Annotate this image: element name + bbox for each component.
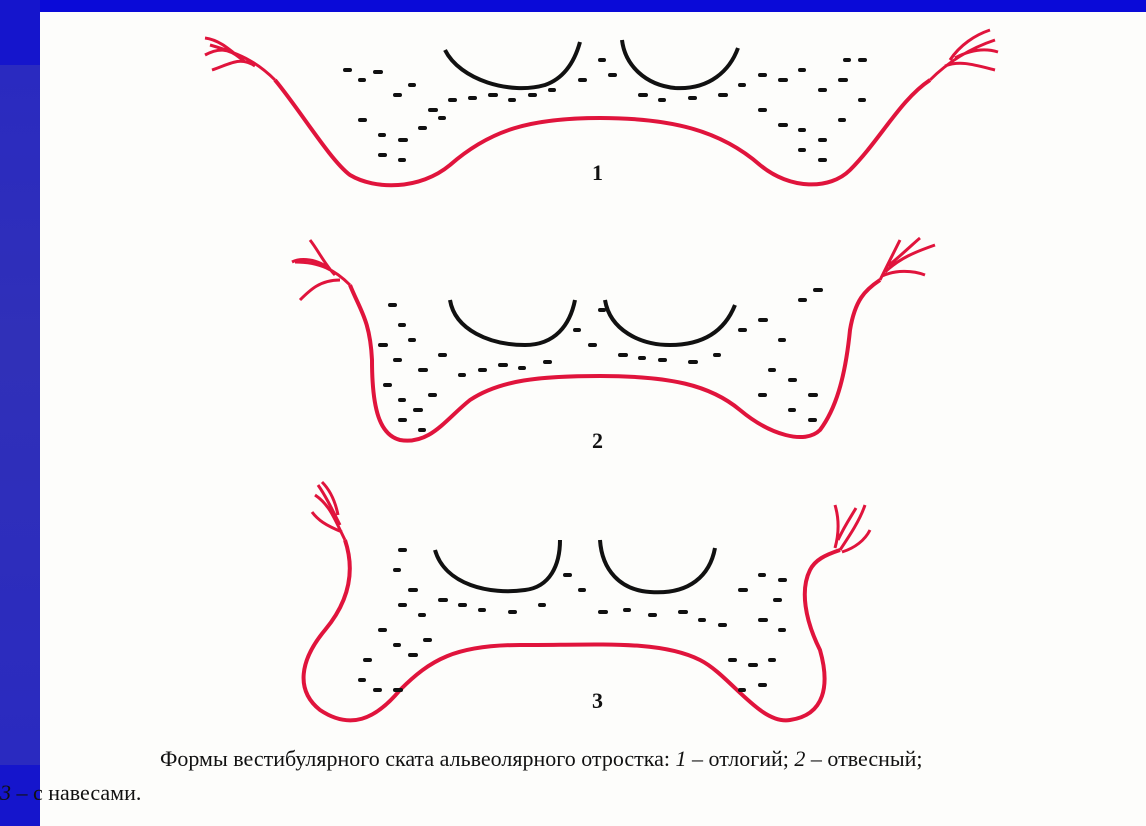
shape-1-bone-texture bbox=[345, 60, 865, 160]
shape-3-alveolus-left bbox=[435, 540, 560, 591]
caption-item-3-text: – с навесами. bbox=[11, 780, 141, 805]
shape-2-alveolus-right bbox=[605, 300, 735, 345]
shape-1-alveolus-left bbox=[445, 42, 580, 88]
shape-2-left-nerve bbox=[292, 240, 350, 300]
shape-3-right-nerve bbox=[835, 505, 870, 552]
shape-2-alveolus-left bbox=[450, 300, 575, 345]
caption-item-2-number: 2 bbox=[794, 746, 805, 771]
shape-2-outline bbox=[350, 280, 880, 441]
shape-3-label: 3 bbox=[592, 688, 603, 714]
alveolar-process-figure bbox=[0, 0, 1146, 740]
shape-2-bone-texture bbox=[380, 290, 821, 430]
caption-item-1-text: – отлогий; bbox=[686, 746, 794, 771]
caption-line-2: 3 – с навесами. bbox=[0, 776, 1146, 810]
shape-3-alveolus-right bbox=[600, 540, 715, 592]
figure-caption: Формы вестибулярного ската альвеолярного… bbox=[0, 742, 1146, 810]
shape-1-right-nerve bbox=[930, 30, 998, 80]
caption-lead-text: Формы вестибулярного ската альвеолярного… bbox=[160, 746, 675, 771]
caption-line-1: Формы вестибулярного ската альвеолярного… bbox=[0, 742, 1146, 776]
shape-2-label: 2 bbox=[592, 428, 603, 454]
caption-item-1-number: 1 bbox=[675, 746, 686, 771]
shape-3-overhang bbox=[304, 482, 870, 720]
caption-item-3-number: 3 bbox=[0, 780, 11, 805]
shape-2-vertical bbox=[292, 238, 935, 441]
caption-item-2-text: – отвесный; bbox=[805, 746, 922, 771]
shape-1-label: 1 bbox=[592, 160, 603, 186]
shape-2-right-nerve bbox=[880, 238, 935, 280]
shape-3-left-nerve bbox=[312, 482, 345, 540]
shape-1-alveolus-right bbox=[622, 40, 738, 88]
shape-1-left-nerve bbox=[205, 38, 275, 80]
